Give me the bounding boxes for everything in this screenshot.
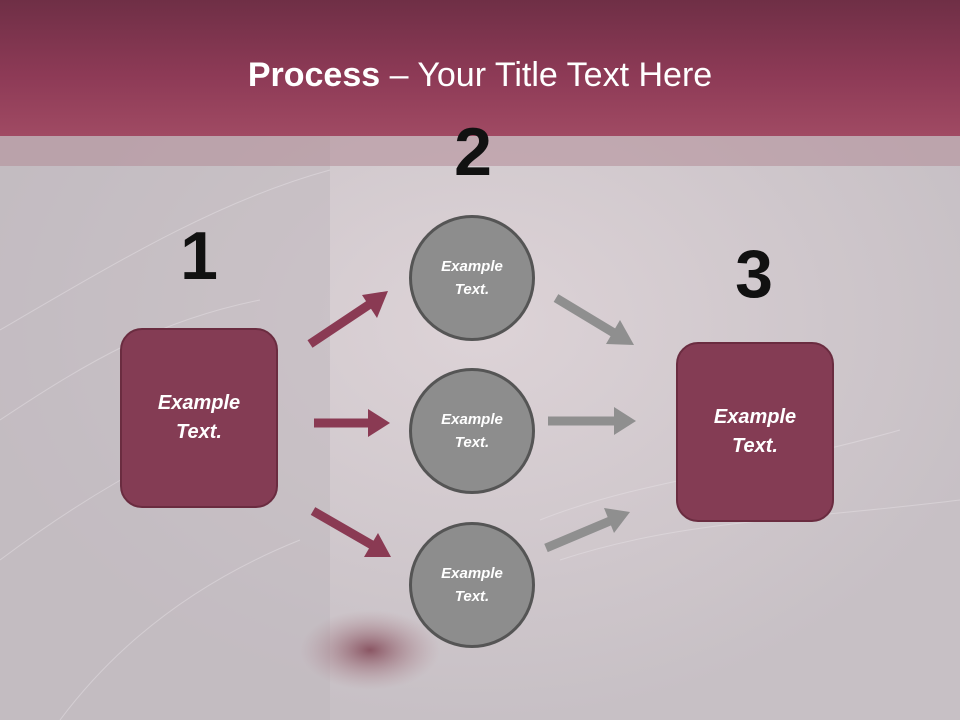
title-rest: – Your Title Text Here	[380, 56, 713, 94]
circle-middle-text: Example Text.	[441, 411, 503, 451]
title-bold: Process	[247, 56, 381, 94]
circle-top-text: Example Text.	[441, 258, 503, 298]
arrow-from-bottom	[544, 508, 630, 553]
title-strip	[0, 136, 960, 166]
step-number-1: 1	[180, 218, 218, 294]
circle-bottom: Example Text.	[409, 522, 535, 648]
arrow-from-top	[553, 294, 634, 345]
slide-title: Process – Your Title Text Here	[0, 52, 960, 98]
step-number-2: 2	[454, 114, 492, 190]
arrow-to-middle	[314, 409, 390, 437]
circle-bottom-text: Example Text.	[441, 565, 503, 605]
title-band	[0, 0, 960, 136]
step-3-text: Example Text.	[713, 406, 797, 457]
step-1-box: Example Text.	[120, 328, 278, 508]
step-1-text: Example Text.	[157, 392, 241, 443]
arrow-to-top	[307, 291, 388, 348]
arrow-from-middle	[548, 407, 636, 435]
step-3-box: Example Text.	[676, 342, 834, 522]
circle-top: Example Text.	[409, 215, 535, 341]
step-number-3: 3	[735, 236, 773, 312]
arrow-to-bottom	[310, 507, 391, 557]
circle-middle: Example Text.	[409, 368, 535, 494]
